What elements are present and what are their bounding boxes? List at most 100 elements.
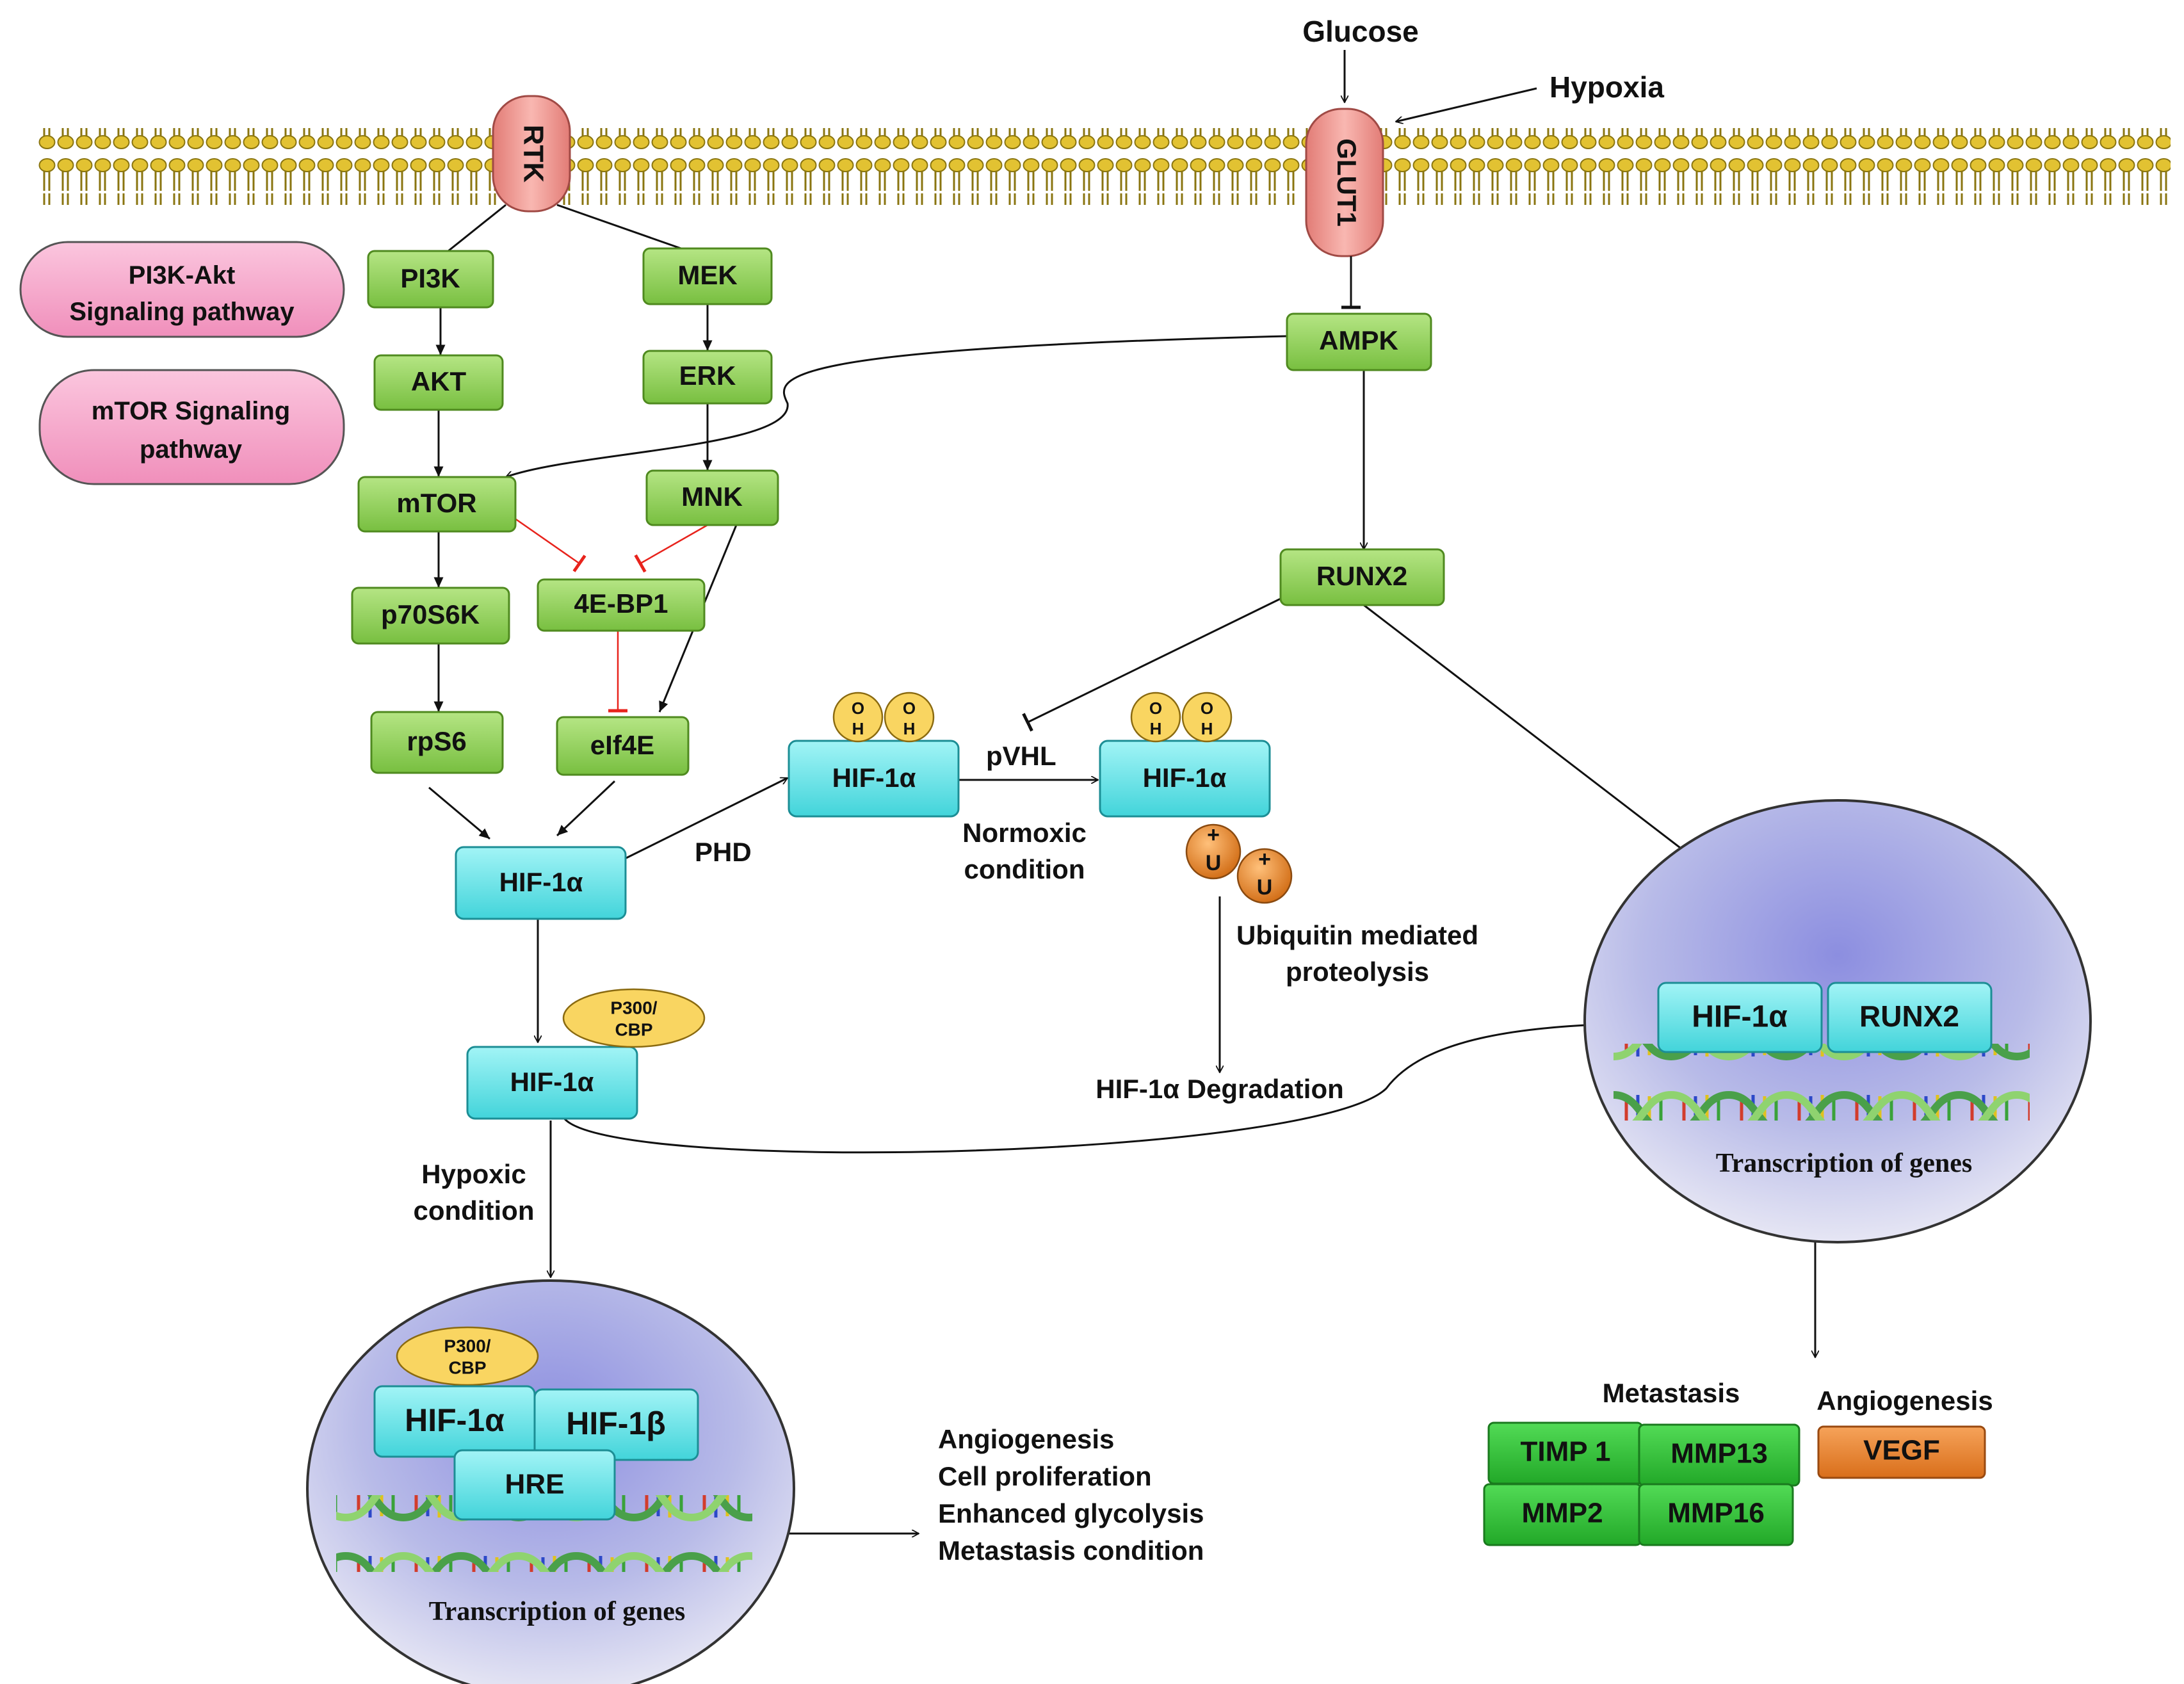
node-pi3k bbox=[367, 250, 494, 309]
mmp2-label: MMP2 bbox=[1521, 1498, 1603, 1529]
ub-2-plus: + bbox=[1258, 847, 1271, 871]
nuc-left-hif-b-label: HIF-1β bbox=[566, 1405, 666, 1441]
degradation-label: HIF-1α Degradation bbox=[1096, 1074, 1344, 1104]
4ebp1-label: 4E-BP1 bbox=[574, 588, 668, 619]
hif-p300-to-right-nucleus bbox=[562, 1023, 1652, 1154]
ubiquitin-circle-2 bbox=[1236, 848, 1293, 904]
glucose-label: Glucose bbox=[1302, 15, 1419, 48]
oh-circle-2 bbox=[884, 692, 935, 743]
normoxic-line1: Normoxic bbox=[962, 818, 1087, 848]
mmp16-label: MMP16 bbox=[1667, 1498, 1765, 1529]
node-ampk bbox=[1286, 312, 1432, 371]
timp1-label: TIMP 1 bbox=[1520, 1436, 1610, 1468]
hypoxia-arrow bbox=[1396, 87, 1537, 122]
nuc-right-hif-a-label: HIF-1α bbox=[1692, 1000, 1788, 1034]
outcome-1: Angiogenesis bbox=[938, 1424, 1114, 1454]
oh-circle-3 bbox=[1130, 692, 1181, 743]
hypoxic-line2: condition bbox=[414, 1195, 535, 1226]
legend-mtor: mTOR Signaling pathway bbox=[38, 369, 345, 485]
legend-pi3k-akt-line2: Signaling pathway bbox=[69, 298, 295, 326]
outcome-3: Enhanced glycolysis bbox=[938, 1498, 1204, 1528]
node-hif-main bbox=[455, 846, 627, 920]
legend-mtor-line1: mTOR Signaling bbox=[92, 397, 290, 425]
mtor-label: mTOR bbox=[396, 488, 476, 518]
rtk-receptor: RTK bbox=[492, 95, 571, 213]
erk-label: ERK bbox=[679, 360, 736, 391]
outcome-2: Cell proliferation bbox=[938, 1461, 1152, 1491]
eif4e-label: eIf4E bbox=[590, 730, 654, 760]
nuc-left-hif-a-label: HIF-1α bbox=[405, 1402, 505, 1438]
normoxic-line2: condition bbox=[964, 854, 1085, 884]
glut1-receptor: GLUT1 bbox=[1305, 108, 1384, 257]
hydroxyl-groups bbox=[832, 692, 1233, 743]
oh-4-o: O bbox=[1201, 699, 1213, 718]
runx2-inhibits-pvhl bbox=[1022, 597, 1281, 732]
hif-vhl-label: HIF-1α bbox=[1143, 763, 1227, 793]
oh-3-o: O bbox=[1149, 699, 1162, 718]
cell-membrane bbox=[38, 128, 2171, 205]
ampk-label: AMPK bbox=[1319, 325, 1398, 355]
target-genes: Metastasis Angiogenesis TIMP 1 MMP13 MMP… bbox=[1483, 1378, 1993, 1546]
annotations: PHD pVHL Normoxic condition Ubiquitin me… bbox=[414, 741, 1478, 1226]
rps6-label: rpS6 bbox=[407, 726, 466, 756]
ubiquitin-line2: proteolysis bbox=[1286, 957, 1429, 987]
hif-node-labels: HIF-1α HIF-1α HIF-1α HIF-1α bbox=[499, 763, 1227, 1097]
oh-4-h: H bbox=[1201, 719, 1213, 738]
dna-right bbox=[1614, 1044, 2030, 1121]
runx2-label: RUNX2 bbox=[1316, 561, 1407, 591]
angiogenesis-header: Angiogenesis bbox=[1816, 1386, 1993, 1416]
rtk-label: RTK bbox=[517, 125, 549, 183]
green-node-labels: PI3K AKT mTOR p70S6K rpS6 MEK ERK MNK 4E… bbox=[381, 260, 1407, 760]
node-hif-vhl bbox=[1099, 740, 1271, 818]
node-akt bbox=[373, 354, 504, 411]
p300-cbp-nucleus: P300/ CBP bbox=[396, 1326, 539, 1386]
ubiquitin-group bbox=[1185, 823, 1293, 904]
pvhl-label: pVHL bbox=[986, 741, 1056, 771]
oh-2-o: O bbox=[903, 699, 916, 718]
p300-nuc-line1: P300/ bbox=[444, 1336, 490, 1356]
nuc-left-caption: Transcription of genes bbox=[429, 1597, 686, 1626]
phd-label: PHD bbox=[695, 837, 752, 867]
ubiquitin-circle-1 bbox=[1185, 823, 1242, 880]
hypoxic-line1: Hypoxic bbox=[421, 1159, 526, 1189]
node-p70s6k bbox=[351, 587, 510, 645]
hydroxyl-labels: O H O H O H O H bbox=[852, 699, 1213, 738]
hif-main-label: HIF-1α bbox=[499, 867, 583, 897]
gene-mmp16 bbox=[1638, 1483, 1794, 1546]
oh-1-o: O bbox=[852, 699, 864, 718]
ubiquitin-line1: Ubiquitin mediated bbox=[1236, 920, 1478, 950]
glut1-label: GLUT1 bbox=[1332, 138, 1362, 227]
node-mnk bbox=[645, 469, 779, 526]
rtk-to-pi3k bbox=[448, 204, 506, 252]
nuc-right-runx2-label: RUNX2 bbox=[1859, 1000, 1959, 1033]
ub-1-plus: + bbox=[1207, 823, 1220, 847]
gene-vegf bbox=[1817, 1425, 1986, 1479]
oh-1-h: H bbox=[852, 719, 864, 738]
p300-cyto-line2: CBP bbox=[615, 1019, 652, 1039]
ampk-to-mtor bbox=[506, 335, 1288, 477]
hif-p300-label: HIF-1α bbox=[510, 1067, 594, 1097]
node-mek bbox=[642, 247, 773, 305]
eif4e-to-hif bbox=[556, 780, 616, 837]
ub-2-u: U bbox=[1257, 875, 1273, 900]
hif-to-hif-oh bbox=[626, 778, 788, 859]
legend-pi3k-akt-line1: PI3K-Akt bbox=[129, 261, 236, 289]
connectors bbox=[428, 50, 1850, 1534]
red-inhibition bbox=[505, 511, 708, 713]
nuc-right-runx2 bbox=[1827, 982, 1993, 1053]
outcomes-list: Angiogenesis Cell proliferation Enhanced… bbox=[938, 1424, 1204, 1566]
mnk-inhibits-4ebp1 bbox=[634, 524, 708, 573]
nucleus-left: P300/ CBP HIF-1α HIF-1β HRE Transcriptio… bbox=[306, 1279, 795, 1684]
mtor-inhibits-4ebp1 bbox=[505, 511, 586, 572]
nucleus-right: HIF-1α RUNX2 Transcription of genes bbox=[1583, 799, 2092, 1243]
nuc-left-hre-label: HRE bbox=[505, 1469, 565, 1500]
hif-nodes bbox=[455, 740, 1271, 1120]
mek-label: MEK bbox=[677, 260, 737, 290]
p300-cyto-line1: P300/ bbox=[610, 998, 657, 1017]
p300-nuc-line2: CBP bbox=[448, 1357, 486, 1377]
legend-pi3k-akt: PI3K-Akt Signaling pathway bbox=[19, 241, 345, 338]
node-hif-oh bbox=[788, 740, 960, 818]
ub-1-u: U bbox=[1206, 851, 1222, 875]
akt-label: AKT bbox=[411, 366, 467, 396]
node-eif4e bbox=[556, 716, 690, 776]
